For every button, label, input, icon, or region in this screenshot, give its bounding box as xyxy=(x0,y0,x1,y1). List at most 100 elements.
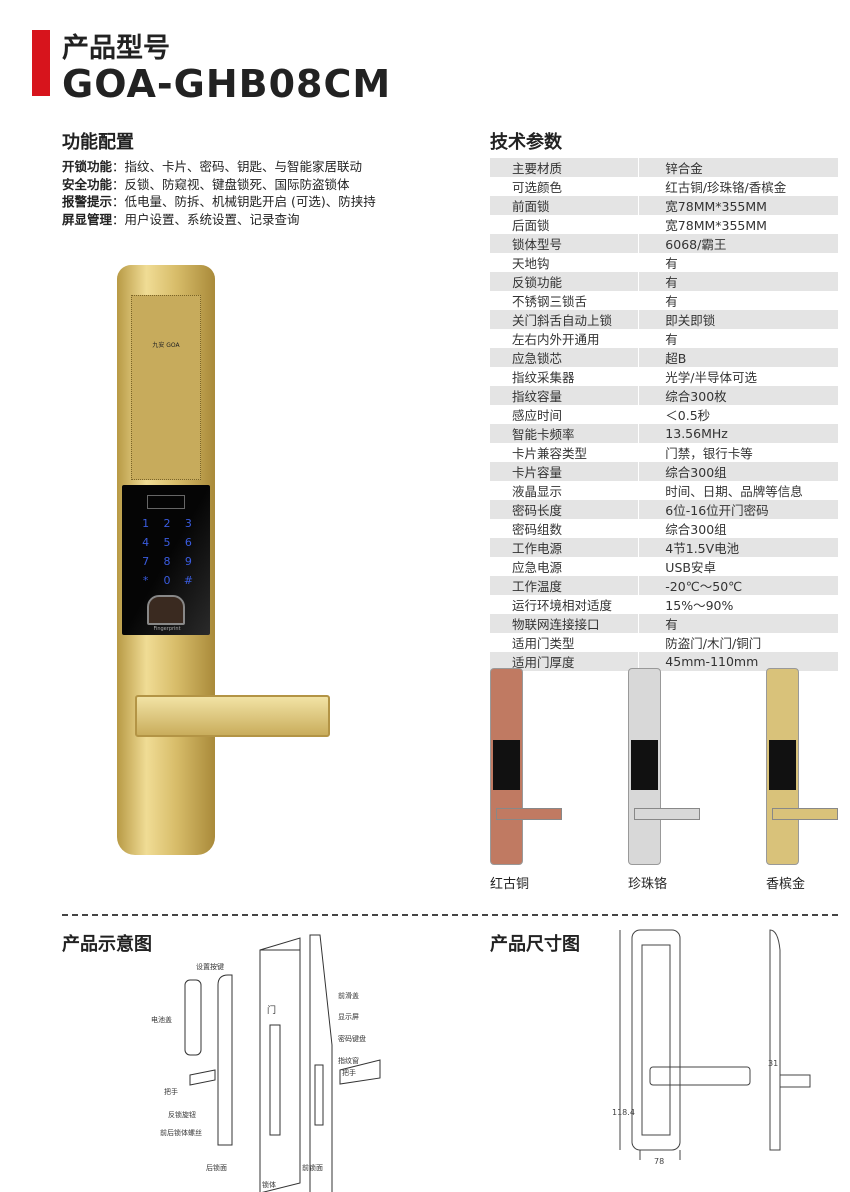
spec-value: 综合300枚 xyxy=(638,386,838,405)
spec-value: 宽78MM*355MM xyxy=(638,196,838,215)
dimension-height: 118.4 xyxy=(612,1108,635,1117)
spec-row: 运行环境相对适度 15%～90% xyxy=(490,595,838,614)
spec-label: 密码长度 xyxy=(490,500,639,519)
feature-item: 屏显管理：用户设置、系统设置、记录查询 xyxy=(62,211,300,227)
keypad-key: 5 xyxy=(163,536,171,549)
label-slide-cover: 前滑盖 xyxy=(338,992,359,1000)
spec-value: USB安卓 xyxy=(638,557,838,576)
spec-row: 密码组数综合300组 xyxy=(490,519,838,538)
spec-label: 运行环境相对适度 xyxy=(512,598,613,613)
spec-label: 感应时间 xyxy=(512,408,563,423)
spec-label: 卡片兼容类型 xyxy=(512,446,588,461)
spec-value: 45mm-110mm xyxy=(638,652,838,671)
variant-1: 珍珠铬 xyxy=(628,668,700,898)
spec-row: 反锁功能有 xyxy=(490,272,838,291)
keypad-key: * xyxy=(142,574,149,587)
feature-item: 安全功能：反锁、防窥视、键盘锁死、国际防盗锁体 xyxy=(62,176,350,192)
spec-value: 6位-16位开门密码 xyxy=(638,500,838,519)
dimension-drawing xyxy=(619,929,811,1160)
spec-row: 卡片容量综合300组 xyxy=(490,462,838,481)
label-door: 门 xyxy=(267,1006,277,1016)
spec-row: 应急锁芯超B xyxy=(490,348,838,367)
spec-label: 适用门类型 xyxy=(512,636,575,651)
label-battery-cover: 电池盖 xyxy=(151,1016,172,1024)
spec-value: 有 xyxy=(638,614,838,633)
spec-label: 应急电源 xyxy=(512,560,563,575)
dimension-width: 78 xyxy=(654,1157,665,1166)
keypad-key: # xyxy=(183,574,193,587)
spec-label: 锁体型号 xyxy=(490,234,639,253)
spec-row: 液晶显示时间、日期、品牌等信息 xyxy=(490,481,838,500)
spec-label: 关门斜舌自动上锁 xyxy=(490,310,639,329)
variant-label: 珍珠铬 xyxy=(628,877,668,892)
spec-label: 工作电源 xyxy=(490,538,639,557)
spec-label: 适用门厚度 xyxy=(490,652,639,671)
spec-label: 卡片容量 xyxy=(490,462,639,481)
variant-0: 红古铜 xyxy=(490,668,562,898)
spec-value: 门禁，银行卡等 xyxy=(638,443,838,462)
spec-label: 指纹采集器 xyxy=(512,370,575,385)
feature-item: 开锁功能：指纹、卡片、密码、钥匙、与智能家居联动 xyxy=(62,159,363,174)
section-divider xyxy=(62,914,838,916)
keypad-key: 0 xyxy=(163,574,171,587)
spec-value: 有 xyxy=(638,329,838,348)
feature-item: 报警提示：低电量、防拆、机械钥匙开启 (可选)、防挟持 xyxy=(62,194,376,209)
variant-label: 香槟金 xyxy=(766,877,806,892)
features-heading: 功能配置 xyxy=(62,132,134,153)
spec-row: 适用门类型防盗门/木门/铜门 xyxy=(490,633,838,652)
spec-row: 应急电源 USB安卓 xyxy=(490,557,838,576)
spec-label: 智能卡频率 xyxy=(490,424,639,443)
spec-row: 指纹采集器光学/半导体可选 xyxy=(490,367,838,386)
spec-value: 即关即锁 xyxy=(638,310,838,329)
label-handle-front: 把手 xyxy=(342,1069,356,1077)
keypad-key: 3 xyxy=(184,517,192,530)
label-display: 显示屏 xyxy=(338,1013,359,1021)
spec-value: 锌合金 xyxy=(638,158,838,177)
label-front-panel: 前锁面 xyxy=(302,1164,323,1172)
spec-value: 15%～90% xyxy=(638,595,838,614)
diagram-heading: 产品示意图 xyxy=(62,934,152,955)
title-accent-bar xyxy=(32,30,50,96)
fingerprint-label: Fingerprint xyxy=(153,626,181,632)
spec-row: 左右内外开通用有 xyxy=(490,329,838,348)
fingerprint-sensor xyxy=(147,595,185,625)
spec-value: 6068/霸王 xyxy=(638,234,838,253)
spec-row: 可选颜色红古铜/珍珠铬/香槟金 xyxy=(490,177,838,196)
spec-value: 有 xyxy=(638,253,838,272)
spec-value: 有 xyxy=(638,272,838,291)
spec-label: 反锁功能 xyxy=(490,272,639,291)
label-back-panel: 后锁面 xyxy=(206,1164,227,1172)
spec-label: 前面锁 xyxy=(490,196,639,215)
spec-value: 4节1.5V电池 xyxy=(638,538,838,557)
variant-label: 红古铜 xyxy=(490,877,530,892)
spec-label: 不锈钢三锁舌 xyxy=(512,294,588,309)
label-screws: 前后锁体螺丝 xyxy=(160,1129,202,1137)
spec-label: 物联网连接接口 xyxy=(490,614,639,633)
spec-label: 后面锁 xyxy=(512,218,550,233)
spec-row: 指纹容量综合300枚 xyxy=(490,386,838,405)
spec-label: 主要材质 xyxy=(490,158,639,177)
dimension-depth: 31 xyxy=(768,1059,779,1068)
keypad-key: 8 xyxy=(163,555,171,568)
label-fingerprint-window: 指纹窗 xyxy=(338,1057,359,1065)
specs-table: 主要材质锌合金可选颜色红古铜/珍珠铬/香槟金前面锁宽78MM*355MM 后面锁 宽… xyxy=(490,158,838,671)
spec-value: 时间、日期、品牌等信息 xyxy=(638,481,838,500)
spec-value: 综合300组 xyxy=(638,462,838,481)
brand-logo: 九安 GOA xyxy=(152,342,180,349)
keypad-key: 1 xyxy=(142,517,150,530)
spec-row: 天地钩有 xyxy=(490,253,838,272)
spec-label: 应急锁芯 xyxy=(490,348,639,367)
spec-row: 前面锁宽78MM*355MM xyxy=(490,196,838,215)
spec-row: 感应时间＜0.5秒 xyxy=(490,405,838,424)
spec-label: 密码组数 xyxy=(512,522,563,537)
spec-row: 不锈钢三锁舌有 xyxy=(490,291,838,310)
spec-label: 可选颜色 xyxy=(512,180,563,195)
features-list: 开锁功能：指纹、卡片、密码、钥匙、与智能家居联动 安全功能：反锁、防窥视、键盘锁… xyxy=(62,158,376,228)
spec-row: 工作温度-20℃～50℃ xyxy=(490,576,838,595)
spec-row: 物联网连接接口有 xyxy=(490,614,838,633)
